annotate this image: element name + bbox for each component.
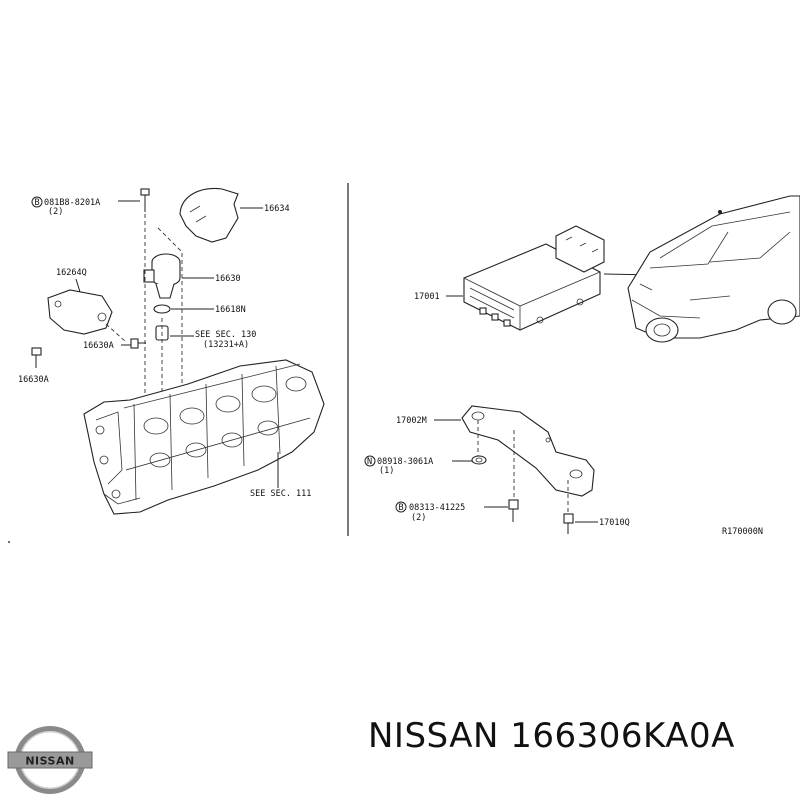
- bolt-08313-icon: [508, 499, 519, 522]
- label-16634: 16634: [264, 204, 290, 214]
- diagram-code: R170000N: [722, 527, 763, 537]
- left-panel: B 081B8-8201A (2) 16634 16630 16618N SEE…: [18, 187, 325, 515]
- label-08313: 08313-41225: [409, 503, 465, 513]
- cover-16634-icon: [179, 187, 239, 243]
- scan-dot: [8, 541, 10, 543]
- bolt-b-marker-letter: B: [399, 503, 404, 513]
- vehicle-location-icon: [627, 195, 800, 343]
- label-08918-qty: (1): [379, 466, 394, 476]
- nissan-logo: NISSAN: [7, 726, 93, 794]
- nissan-logo-text: NISSAN: [25, 755, 74, 768]
- nut-08918-icon: [471, 455, 487, 465]
- label-16264q: 16264Q: [56, 268, 87, 278]
- label-16630a-upper: 16630A: [83, 341, 114, 351]
- label-see-sec-130: SEE SEC. 130: [195, 330, 256, 340]
- bolt-16630a-lower-icon: [31, 347, 42, 368]
- bolt-b-marker-circle: [395, 501, 407, 513]
- cylinder-head-icon: [83, 359, 325, 515]
- label-17001: 17001: [414, 292, 440, 302]
- label-13231a: (13231+A): [203, 340, 249, 350]
- part-number-caption: NISSAN 166306KA0A: [368, 716, 735, 756]
- label-16618n: 16618N: [215, 305, 246, 315]
- nut-marker-circle: [364, 455, 376, 467]
- label-08313-qty: (2): [411, 513, 426, 523]
- nut-marker-letter: N: [367, 457, 372, 467]
- screw-17010q-icon: [563, 513, 574, 534]
- bolt-marker-circle: [31, 196, 43, 208]
- label-bolt-081b8-qty: (2): [48, 207, 63, 217]
- label-see-sec-111: SEE SEC. 111: [250, 489, 311, 499]
- bracket-17002m-icon: [461, 405, 595, 516]
- bracket-16264q-icon: [47, 289, 113, 335]
- seal-16618n-icon: [153, 304, 171, 314]
- right-panel: 17001 17002M: [364, 195, 800, 537]
- label-16630: 16630: [215, 274, 241, 284]
- bolt-16630a-upper-icon: [130, 338, 146, 349]
- label-bolt-081b8: 081B8-8201A: [44, 198, 100, 208]
- pump-16630-icon: [143, 253, 181, 299]
- bolt-081b8-icon: [140, 188, 150, 212]
- bolt-marker-letter: B: [35, 198, 40, 208]
- ecu-17001-icon: [463, 225, 605, 331]
- label-16630a-lower: 16630A: [18, 375, 49, 385]
- label-08918: 08918-3061A: [377, 457, 433, 467]
- label-17010q: 17010Q: [599, 518, 630, 528]
- label-17002m: 17002M: [396, 416, 427, 426]
